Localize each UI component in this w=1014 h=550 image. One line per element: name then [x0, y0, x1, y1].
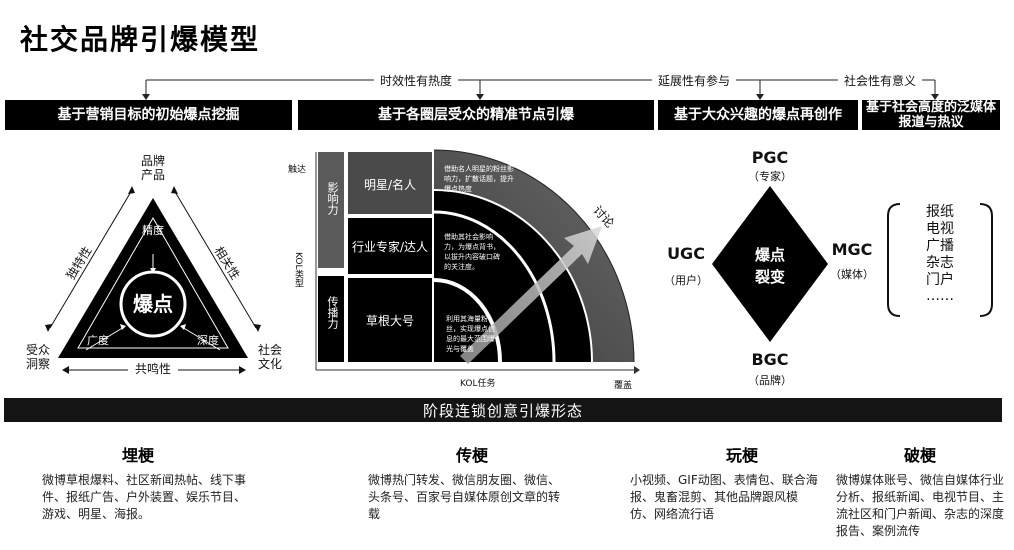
- media-item: 广播: [926, 238, 954, 254]
- section-banner: 阶段连锁创意引爆形态: [4, 398, 1002, 422]
- diamond-center: 爆点 裂变: [754, 246, 785, 286]
- kol-x-axis: KOL任务: [460, 379, 496, 389]
- form-desc-2: 微博热门转发、微信朋友圈、微信、头条号、百家号自媒体原创文章的转载: [368, 473, 561, 521]
- triangle-inner-right: 深度: [197, 334, 219, 347]
- media-item: 报纸: [926, 204, 954, 220]
- form-title-3: 玩梗: [726, 446, 759, 465]
- form-title-2: 传梗: [456, 446, 489, 465]
- stage-bar-1: 基于营销目标的初始爆点挖掘: [5, 100, 292, 130]
- kol-row-desc-2: 借助其社会影响力，为爆点背书，以拔升内容破口碑的关注度。: [444, 233, 500, 271]
- form-title-4: 破梗: [904, 446, 937, 465]
- stage-bar-2: 基于各圈层受众的精准节点引爆: [298, 100, 654, 130]
- stage-bar-3: 基于大众兴趣的爆点再创作: [658, 100, 858, 130]
- kol-row-desc-3: 利用其海量粉丝，实现爆点信息的最大范围曝光与覆盖: [446, 315, 495, 353]
- media-item: 门户: [926, 272, 954, 288]
- diamond-top-sub: （专家）: [748, 170, 792, 183]
- form-desc-3: 小视频、GIF动图、表情包、联合海报、鬼畜混剪、其他品牌跟风模仿、网络流行语: [630, 473, 818, 521]
- kol-y-axis: KOL类型: [293, 252, 303, 288]
- timeline-lines: [142, 79, 939, 100]
- triangle-side-bottom: 共鸣性: [128, 362, 178, 376]
- media-item: 电视: [926, 221, 954, 237]
- diamond-right-sub: （媒体）: [830, 268, 874, 281]
- triangle-right-label: 社会 文化: [257, 343, 282, 371]
- timeline-label-2: 延展性有参与: [652, 72, 737, 89]
- media-brackets: [887, 203, 993, 317]
- kol-x-right: 覆盖: [614, 381, 633, 391]
- triangle-top-label: 品牌 产品: [140, 154, 165, 182]
- diamond-graphic: [712, 186, 828, 342]
- stage-bar-4: 基于社会高度的泛媒体报道与热议: [862, 100, 1000, 130]
- kol-row-desc-1: 借助名人明星的粉丝影响力，扩散话题，提升爆点热度: [444, 165, 514, 193]
- triangle-left-label: 受众 洞察: [25, 343, 50, 371]
- kol-row-label-3: 草根大号: [365, 314, 414, 328]
- triangle-graphic: [45, 186, 261, 374]
- diamond-right: MGC: [831, 240, 873, 259]
- kol-graphic: [315, 149, 640, 374]
- triangle-inner-top: 精度: [142, 224, 164, 237]
- timeline: 时效性有热度 延展性有参与 社会性有意义: [0, 68, 1014, 100]
- kol-row-label-1: 明星/名人: [363, 178, 417, 192]
- diamond-bottom: BGC: [751, 350, 789, 369]
- media-list: 报纸 电视 广播 杂志 门户 ……: [884, 200, 996, 320]
- triangle-center-label: 爆点: [133, 292, 173, 316]
- diamond-top: PGC: [751, 148, 789, 167]
- timeline-label-3: 社会性有意义: [838, 72, 923, 89]
- timeline-label-1: 时效性有热度: [374, 72, 459, 89]
- kol-y-top: 触达: [288, 165, 307, 175]
- kol-row-label-2: 行业专家/达人: [351, 240, 429, 254]
- diamond-bottom-sub: （品牌）: [748, 374, 792, 387]
- kol-group-influence: 影响力: [326, 182, 339, 215]
- diamond-left-sub: （用户）: [664, 274, 708, 287]
- form-desc-4: 微博媒体账号、微信自媒体行业分析、报纸新闻、电视节目、主流社区和门户新闻、杂志的…: [836, 473, 1005, 538]
- form-title-1: 埋梗: [122, 446, 155, 465]
- media-item: ……: [926, 288, 954, 304]
- kol-diagram: 触达 KOL类型 KOL任务 覆盖 讨论 影响力 传播力 明星/名人 行业专家/…: [288, 142, 658, 400]
- triangle-inner-left: 广度: [87, 334, 109, 347]
- media-item: 杂志: [926, 255, 954, 271]
- fission-diamond: 爆点 裂变 PGC （专家） UGC （用户） MGC （媒体） BGC （品牌…: [660, 140, 880, 390]
- form-desc-1: 微博草根爆料、社区新闻热帖、线下事件、报纸广告、户外装置、娱乐节目、游戏、明星、…: [42, 473, 247, 521]
- page-title: 社交品牌引爆模型: [20, 23, 261, 56]
- diamond-left: UGC: [667, 244, 705, 263]
- explosion-triangle: 品牌 产品 受众 洞察 社会 文化 爆点 精度 广度 深度 独特性 相关性 共鸣…: [20, 150, 300, 390]
- kol-group-spread: 传播力: [326, 296, 339, 329]
